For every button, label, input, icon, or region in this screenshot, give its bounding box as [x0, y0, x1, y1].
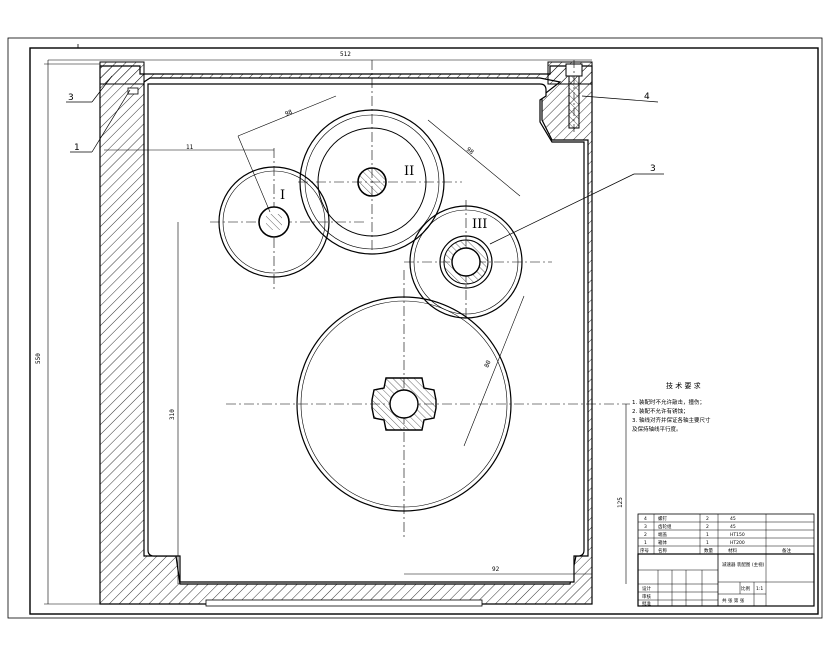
sheet-count: 共 张 第 张 [722, 597, 745, 604]
tech-req-line-1: 1. 装配时不允许敲击，撞伤； [632, 398, 705, 406]
technical-requirements: 技 术 要 求 1. 装配时不允许敲击，撞伤； 2. 装配不允许有锈蚀； 3. … [632, 381, 711, 433]
dim-center-3-4: 80 [483, 359, 492, 369]
bom-row-2-name: 齿轮组 [658, 523, 672, 530]
tech-req-title: 技 术 要 求 [666, 381, 701, 390]
dim-left-offset: 11 [186, 144, 194, 151]
dim-bottom-offset: 92 [492, 566, 500, 573]
dim-center-1-2: 98 [284, 109, 294, 118]
bom-row-4-name: 箱体 [658, 539, 667, 546]
bom-header-mat: 材料 [728, 547, 737, 554]
bom-header-note: 备注 [782, 547, 791, 554]
scale-label: 比例 [741, 585, 750, 592]
bom-header-qty: 数量 [704, 547, 713, 554]
screw-part-4 [565, 60, 583, 132]
bom-row-2-qty: 2 [706, 524, 709, 530]
bom-row-1-name: 螺钉 [658, 515, 667, 522]
bom-row-4-qty: 1 [706, 540, 709, 546]
shaft-label-II: II [404, 164, 414, 179]
large-gear [296, 296, 512, 512]
dim-bottom-shaft-height: 125 [617, 497, 624, 508]
gear-shaft-I [218, 166, 330, 278]
bom-row-1-qty: 2 [706, 516, 709, 522]
shaft-label-I: I [280, 188, 285, 203]
callout-3-right: 3 [650, 164, 656, 174]
bom-header-no: 序号 [640, 547, 649, 554]
bom-row-4-no: 1 [644, 540, 647, 546]
callout-3-left: 3 [68, 93, 74, 103]
bom-row-4-mat: HT200 [730, 540, 745, 546]
role-approve: 批准 [642, 600, 651, 607]
role-design: 设计 [642, 585, 651, 592]
leader-lines [66, 75, 664, 245]
dim-height-total: 550 [35, 353, 42, 364]
bom-row-2-no: 3 [644, 524, 647, 530]
bom-row-3-no: 2 [644, 532, 647, 538]
tech-req-line-4: 及保持轴线平行度。 [632, 425, 682, 433]
shaft-label-III: III [472, 217, 487, 232]
bom-header-name: 名称 [658, 547, 667, 554]
housing [99, 61, 593, 607]
title-block [637, 513, 815, 607]
sheet-inner-border [29, 47, 819, 615]
bom-row-2-mat: 45 [730, 524, 736, 530]
dim-top-width: 512 [340, 51, 351, 58]
scale-value: 1:1 [756, 586, 763, 592]
title-block-text: 4 螺钉 2 45 3 齿轮组 2 45 2 端盖 1 HT150 1 箱体 1… [640, 515, 791, 607]
tech-req-line-3: 3. 轴线对齐并保证各轴主要尺寸 [632, 416, 711, 424]
callout-4: 4 [644, 92, 650, 102]
sheet-outer-border [7, 37, 823, 619]
dim-center-2-3: 98 [465, 146, 475, 156]
gear-shaft-II [299, 109, 445, 255]
dimension-labels: 512 550 11 98 98 310 80 125 92 [35, 51, 624, 573]
tech-req-line-2: 2. 装配不允许有锈蚀； [632, 407, 689, 415]
dim-shaft1-height: 310 [169, 409, 176, 420]
bom-row-3-mat: HT150 [730, 532, 745, 538]
bom-row-3-name: 端盖 [658, 531, 667, 538]
bom-row-1-no: 4 [644, 516, 647, 522]
callout-1: 1 [74, 143, 80, 153]
corner-mark [30, 44, 79, 49]
bom-row-1-mat: 45 [730, 516, 736, 522]
drawing-name: 减速器 装配图 (主视) [722, 561, 765, 568]
gear-shaft-III [409, 205, 523, 319]
dimension-lines [44, 59, 627, 605]
shaft-labels: I II III [280, 164, 487, 232]
role-review: 审核 [642, 593, 651, 600]
bom-row-3-qty: 1 [706, 532, 709, 538]
callout-labels: 3 1 4 3 [68, 92, 656, 174]
